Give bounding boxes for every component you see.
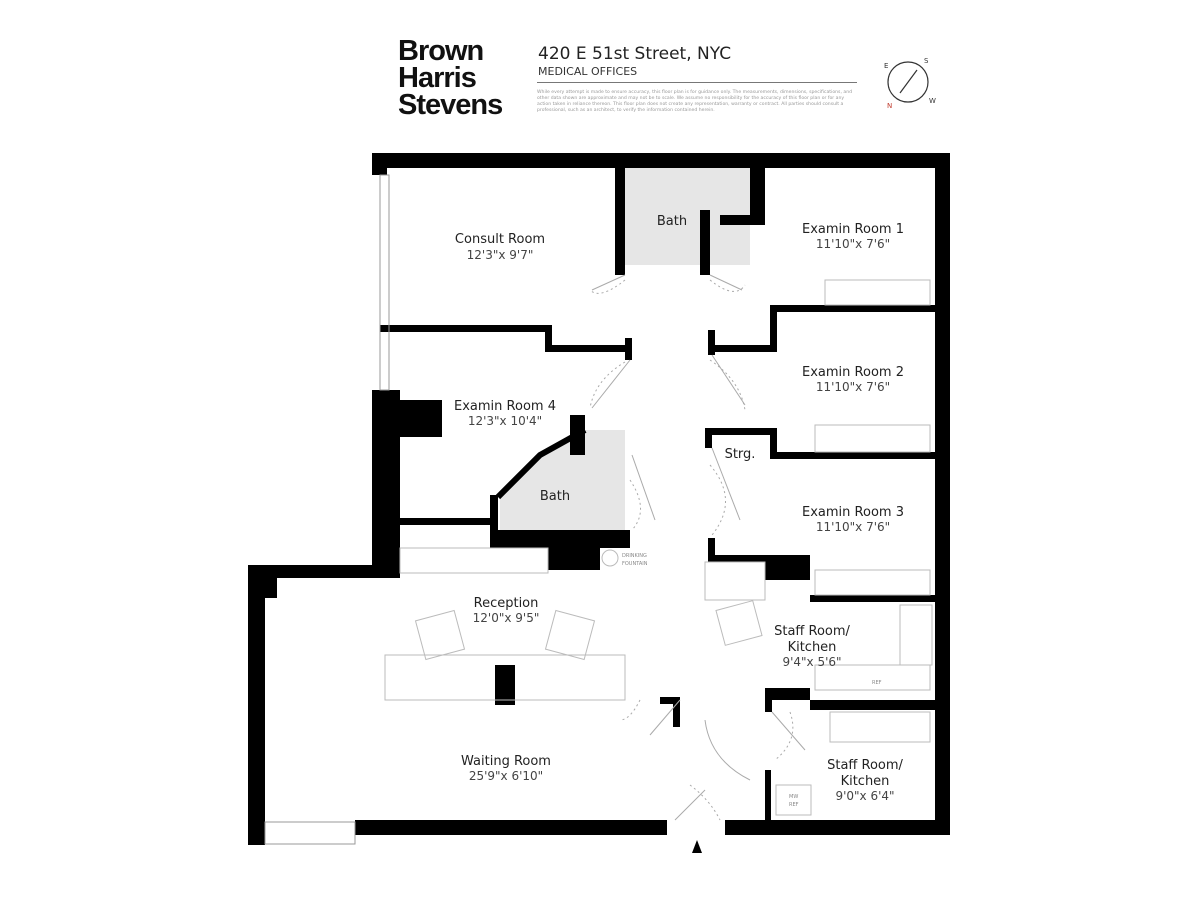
- room-name: Bath: [657, 214, 687, 229]
- mw-label: MW: [789, 794, 798, 800]
- window: [264, 174, 390, 845]
- room-dims: 9'4"x 5'6": [782, 655, 841, 669]
- room-name: Bath: [540, 489, 570, 504]
- room-name: Examin Room 1: [802, 222, 904, 237]
- room-name: Examin Room 3: [802, 505, 904, 520]
- compass-s: S: [924, 57, 929, 65]
- room-labels: Consult Room 12'3"x 9'7" Bath Examin Roo…: [454, 214, 904, 803]
- room-name: Kitchen: [841, 774, 890, 789]
- door-swings: [589, 279, 794, 821]
- room-name: Consult Room: [455, 232, 545, 247]
- room-dims: 25'9"x 6'10": [469, 769, 543, 783]
- disclaimer: While every attempt is made to ensure ac…: [537, 90, 853, 113]
- room-name: Examin Room 2: [802, 365, 904, 380]
- compass-icon: E S W N: [884, 57, 936, 110]
- room-name: Waiting Room: [461, 754, 551, 769]
- room-dims: 11'10"x 7'6": [816, 237, 890, 251]
- room-dims: 12'3"x 9'7": [467, 248, 534, 262]
- compass-e: E: [884, 62, 888, 70]
- subtitle: MEDICAL OFFICES: [538, 65, 638, 78]
- room-name: Examin Room 4: [454, 399, 556, 414]
- divider: [537, 82, 857, 83]
- room-dims: 12'0"x 9'5": [473, 611, 540, 625]
- ref-label: REF: [872, 680, 882, 686]
- logo-line: Brown: [398, 35, 484, 67]
- compass-n: N: [887, 102, 892, 110]
- furniture: [384, 279, 933, 816]
- ref-label: REF: [789, 802, 799, 808]
- room-dims: 11'10"x 7'6": [816, 520, 890, 534]
- logo-line: Harris: [398, 62, 477, 94]
- address-title: 420 E 51st Street, NYC: [538, 44, 732, 64]
- room-dims: 11'10"x 7'6": [816, 380, 890, 394]
- room-name: Staff Room/: [827, 758, 903, 773]
- room-name: Reception: [474, 596, 539, 611]
- logo-line: Stevens: [398, 89, 503, 121]
- fountain-label: FOUNTAIN: [622, 561, 648, 567]
- compass-w: W: [929, 97, 936, 105]
- room-dims: 9'0"x 6'4": [835, 789, 894, 803]
- room-name: Strg.: [725, 447, 756, 462]
- brand-logo: Brown Harris Stevens: [398, 35, 503, 121]
- fountain-label: DRINKING: [622, 553, 647, 559]
- bath-floor: [500, 430, 625, 530]
- entrance-arrow-icon: [692, 840, 702, 853]
- doors: [591, 274, 806, 821]
- room-name: Staff Room/: [774, 624, 850, 639]
- room-name: Kitchen: [788, 640, 837, 655]
- walls: [248, 153, 950, 845]
- room-dims: 12'3"x 10'4": [468, 414, 542, 428]
